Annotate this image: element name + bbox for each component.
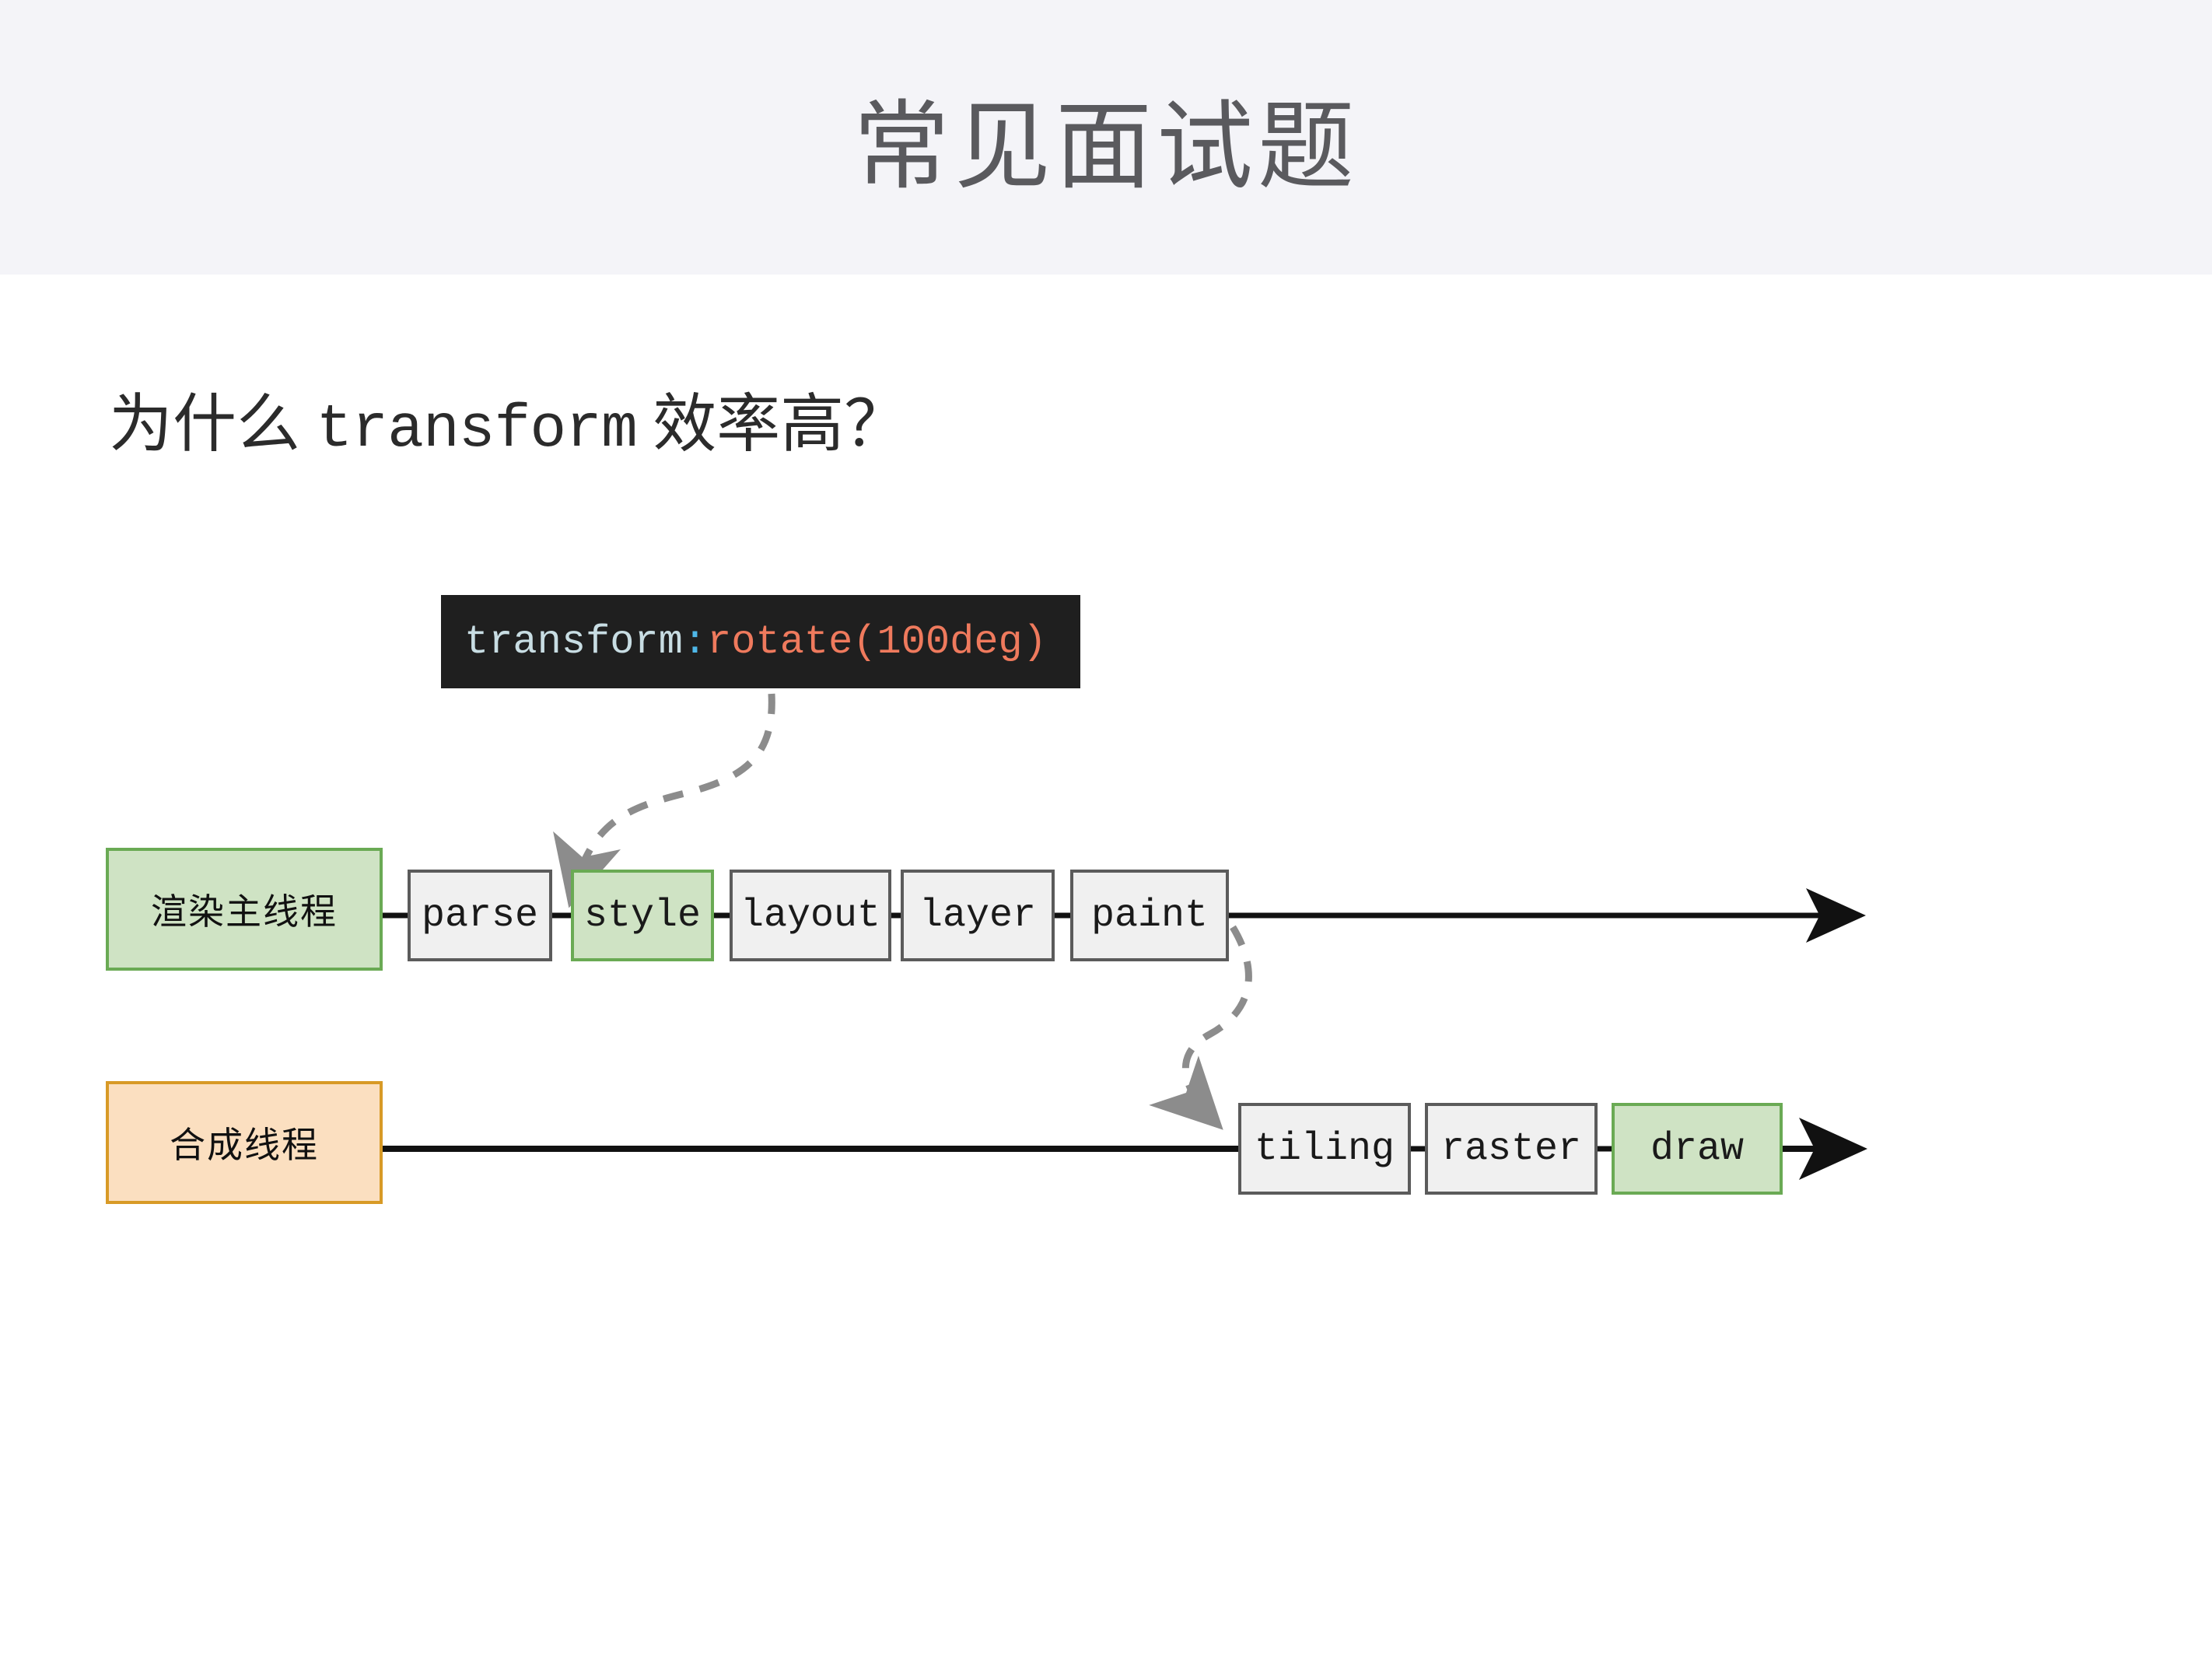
thread-label-main-text: 渲染主线程 xyxy=(151,891,338,932)
stage-layer[interactable]: layer xyxy=(901,870,1055,961)
code-value: rotate(100deg) xyxy=(707,618,1047,665)
dashed-arrow-code-to-style xyxy=(553,693,775,908)
question-heading: 为什么 transform 效率高？ xyxy=(109,372,908,464)
page-title: 常见面试题 xyxy=(852,93,1359,201)
thread-label-main: 渲染主线程 xyxy=(106,848,383,971)
stage-layout[interactable]: layout xyxy=(730,870,891,961)
question-suffix: 效率高？ xyxy=(636,389,908,460)
stage-style-label: style xyxy=(583,893,702,938)
question-prefix: 为什么 xyxy=(109,389,317,460)
stage-draw[interactable]: draw xyxy=(1612,1103,1783,1195)
stage-tiling-label: tiling xyxy=(1254,1126,1395,1171)
code-colon: : xyxy=(682,618,708,665)
question-keyword: transform xyxy=(316,396,638,464)
stage-draw-label: draw xyxy=(1650,1126,1745,1171)
code-snippet-chip: transform: rotate(100deg) xyxy=(441,595,1080,688)
stage-style[interactable]: style xyxy=(571,870,714,961)
stage-paint-label: paint xyxy=(1090,893,1209,938)
stage-tiling[interactable]: tiling xyxy=(1238,1103,1411,1195)
stage-parse-label: parse xyxy=(421,893,539,938)
stage-paint[interactable]: paint xyxy=(1070,870,1229,961)
stage-layer-label: layer xyxy=(919,893,1037,938)
thread-label-composite-text: 合成线程 xyxy=(170,1125,319,1165)
stage-layout-label: layout xyxy=(740,893,881,938)
thread-label-composite: 合成线程 xyxy=(106,1081,383,1204)
code-property: transform xyxy=(464,618,683,665)
header-band xyxy=(0,0,2212,275)
stage-raster[interactable]: raster xyxy=(1425,1103,1598,1195)
stage-parse[interactable]: parse xyxy=(408,870,552,961)
stage-raster-label: raster xyxy=(1440,1126,1582,1171)
